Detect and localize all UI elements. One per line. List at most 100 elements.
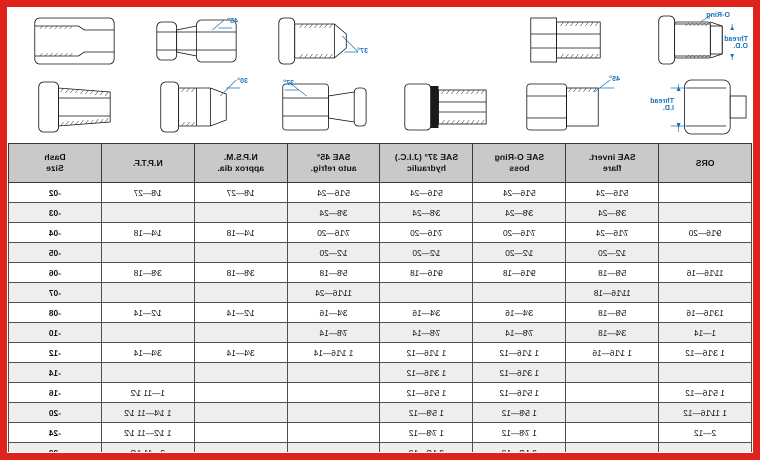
cell-jic: 1 5⁄8—12 [380, 402, 473, 423]
cell-dash: -14 [8, 362, 102, 383]
cell-boss: 1 5⁄16—12 [472, 382, 566, 403]
cell-boss: 9⁄16—18 [472, 262, 566, 283]
cell-jic: 3⁄4—16 [380, 302, 473, 323]
cell-sae45 [287, 422, 380, 443]
cell-jic: 3⁄8—24 [380, 202, 473, 223]
angle-37-label-a: 37° [357, 48, 368, 55]
cell-ors: 1—14 [658, 322, 752, 343]
cell-nptf: 2—11 1⁄2 [101, 442, 195, 452]
diagram-inverted-flare-45: 45° [504, 74, 628, 140]
cell-sae45: 1⁄2—20 [287, 242, 380, 263]
diagram-bspp-30-male: 30° [132, 74, 256, 140]
cell-flare: 1 1⁄16—16 [565, 342, 659, 363]
diagram-plain-nut [380, 8, 504, 74]
cell-npsm [194, 322, 288, 343]
cell-nptf: 3⁄4—14 [101, 342, 195, 363]
cell-dash: -07 [8, 282, 102, 303]
cell-nptf [101, 322, 195, 343]
cell-nptf [101, 242, 195, 263]
cell-dash: -04 [8, 222, 102, 243]
cell-ors: 11⁄16—16 [658, 262, 752, 283]
cell-flare [565, 382, 659, 403]
cell-boss: 1 3⁄16—12 [472, 362, 566, 383]
angle-37-label-b: 37° [283, 80, 294, 87]
cell-npsm: 3⁄8—18 [194, 262, 288, 283]
cell-sae45: 7⁄8—14 [287, 322, 380, 343]
cell-nptf: 1 1⁄2—11 1⁄2 [101, 422, 195, 443]
cell-boss: 7⁄8—14 [472, 322, 566, 343]
diagram-jic-37-male: 37° [256, 8, 380, 74]
table-row: 11⁄16—18 11⁄16—24 -07 [8, 282, 752, 303]
column-header-flare: SAE invert.flare [565, 143, 659, 183]
cell-dash: -02 [8, 182, 102, 203]
cell-jic: 5⁄16—24 [380, 182, 473, 203]
cell-nptf: 3⁄8—18 [101, 262, 195, 283]
cell-sae45: 5⁄8—18 [287, 262, 380, 283]
cell-sae45: 3⁄4—16 [287, 302, 380, 323]
diagram-oring-boss-male [380, 74, 504, 140]
cell-nptf: 1⁄2—14 [101, 302, 195, 323]
cell-jic: 1 5⁄16—12 [380, 382, 473, 403]
cell-boss [472, 282, 566, 303]
table-row: 2 1⁄2—122 1⁄2—122—11 1⁄2-32 [8, 442, 752, 452]
cell-sae45: 11⁄16—24 [287, 282, 380, 303]
cell-boss: 1⁄2—20 [472, 242, 566, 263]
cell-jic: 1 7⁄8—12 [380, 422, 473, 443]
angle-45-label-b: 45° [227, 18, 238, 25]
cell-npsm: 3⁄4—14 [194, 342, 288, 363]
cell-jic [380, 282, 473, 303]
diagram-jic-37-female: 37° [256, 74, 380, 140]
cell-ors: 2—12 [658, 422, 752, 443]
angle-30-label-a: 30° [237, 78, 248, 85]
cell-npsm [194, 362, 288, 383]
cell-nptf: 1 1⁄4—11 1⁄2 [101, 402, 195, 423]
cell-sae45 [287, 402, 380, 423]
cell-npsm [194, 442, 288, 452]
cell-flare: 5⁄8—18 [565, 262, 659, 283]
cell-boss: 1 7⁄8—12 [472, 422, 566, 443]
cell-ors: 1 3⁄16—12 [658, 342, 752, 363]
cell-sae45 [287, 442, 380, 452]
cell-sae45: 3⁄8—24 [287, 202, 380, 223]
cell-ors: 1 5⁄16—12 [658, 382, 752, 403]
cell-ors [658, 242, 752, 263]
cell-dash: -16 [8, 382, 102, 403]
cell-dash: -32 [8, 442, 102, 452]
cell-flare: 11⁄16—18 [565, 282, 659, 303]
cell-flare [565, 422, 659, 443]
cell-nptf [101, 362, 195, 383]
cell-ors [658, 362, 752, 383]
cell-npsm: 1⁄8—27 [194, 182, 288, 203]
cell-jic: 2 1⁄2—12 [380, 442, 473, 452]
cell-ors: 1 11⁄16—12 [658, 402, 752, 423]
cell-boss: 5⁄16—24 [472, 182, 566, 203]
cell-npsm [194, 402, 288, 423]
cell-npsm [194, 202, 288, 223]
cell-nptf: 1⁄4—18 [101, 222, 195, 243]
cell-jic: 9⁄16—18 [380, 262, 473, 283]
cell-flare: 3⁄4—18 [565, 322, 659, 343]
cell-dash: -10 [8, 322, 102, 343]
cell-sae45: 7⁄16—20 [287, 222, 380, 243]
cell-sae45 [287, 382, 380, 403]
cell-flare: 7⁄16—24 [565, 222, 659, 243]
cell-boss: 7⁄16—20 [472, 222, 566, 243]
cell-npsm [194, 382, 288, 403]
